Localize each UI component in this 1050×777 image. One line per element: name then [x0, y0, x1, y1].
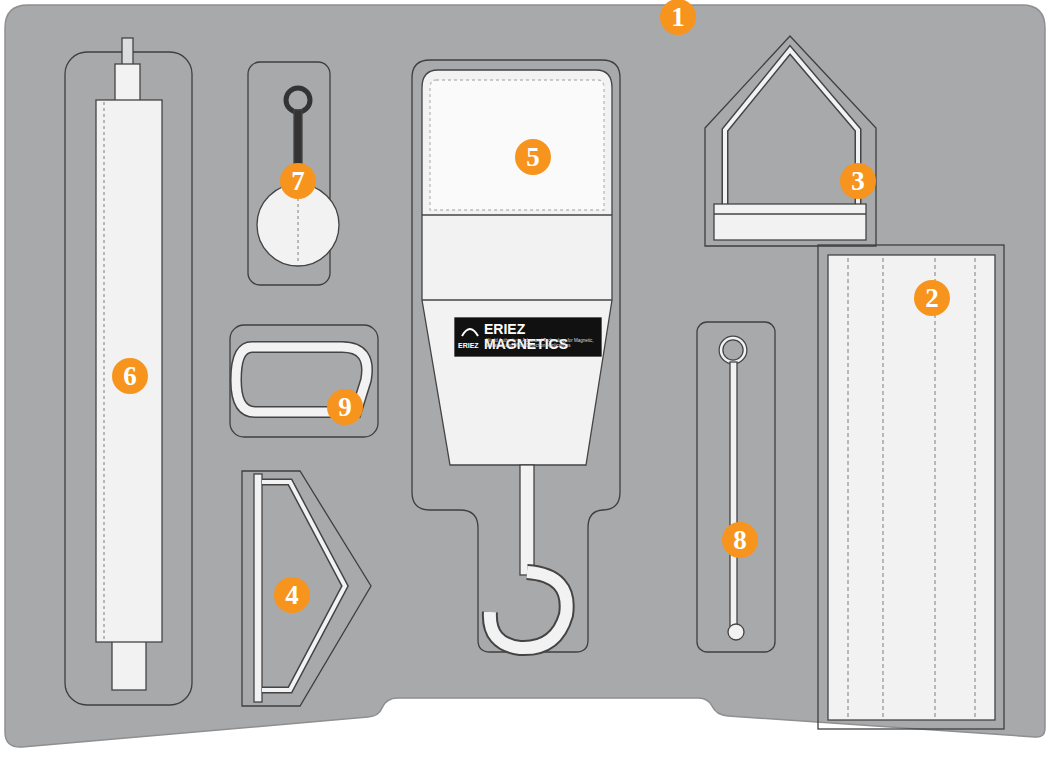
callout-badge: 7	[280, 163, 316, 199]
callout-number: 3	[851, 168, 865, 195]
tagline: World Authority in Advanced Technology f…	[486, 339, 598, 349]
brand-name: ERIEZ MAGNETICS	[484, 322, 600, 353]
callout-badge: 2	[914, 280, 950, 316]
callout-number: 9	[338, 394, 352, 421]
callout-number: 1	[671, 4, 685, 31]
callout-badge: 4	[274, 577, 310, 613]
logo-text: ERIEZ	[458, 342, 484, 350]
callout-badge: 3	[840, 163, 876, 199]
callout-number: 7	[291, 168, 305, 195]
callout-badge: 9	[327, 389, 363, 425]
callout-badge: 5	[515, 139, 551, 175]
callout-number: 5	[526, 144, 540, 171]
callout-badge: 8	[722, 522, 758, 558]
callout-number: 8	[733, 527, 747, 554]
callout-badge: 1	[660, 0, 696, 35]
callout-number: 2	[925, 285, 939, 312]
callout-number: 6	[123, 363, 137, 390]
callout-number: 4	[285, 582, 299, 609]
callout-badge: 6	[112, 358, 148, 394]
